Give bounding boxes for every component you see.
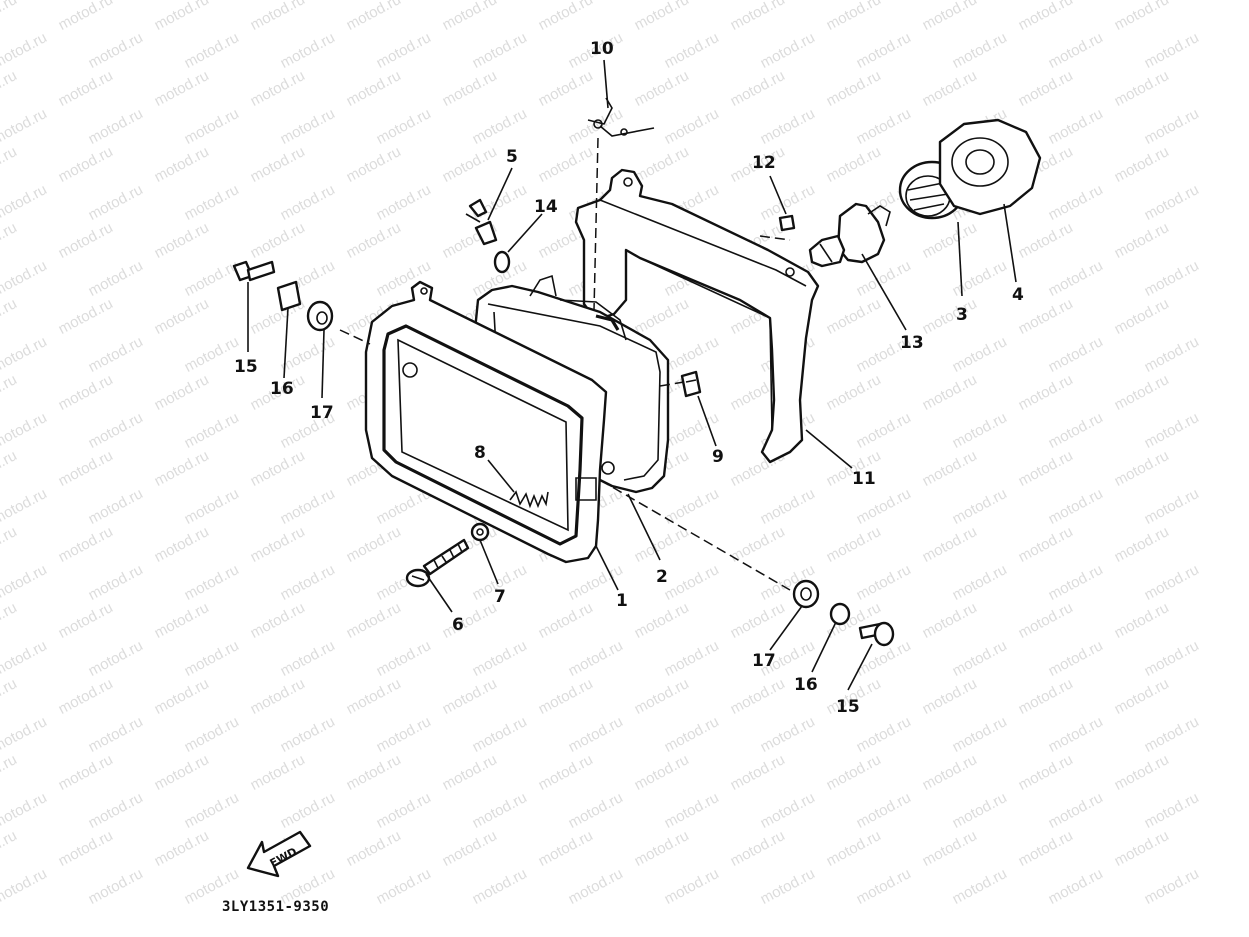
grommet-part-17-left [306,300,334,332]
cap-part-14 [493,250,511,274]
screw-part-6 [405,538,470,588]
callout-8: 8 [474,443,486,463]
callout-labels: 1 2 3 4 5 6 7 8 9 10 11 12 13 14 15 16 1… [234,39,1024,717]
boot-part-4 [938,118,1042,216]
callout-17-right: 17 [752,651,776,671]
screw-part-12 [778,214,796,232]
callout-16-right: 16 [794,675,818,695]
collar-part-16-right [829,602,851,626]
rim-part-1 [364,280,615,564]
callout-6: 6 [452,615,464,635]
callout-7: 7 [494,587,506,607]
callout-10: 10 [590,39,614,59]
callout-3: 3 [956,305,968,325]
callout-13: 13 [900,333,924,353]
bolt-part-15-right [858,621,895,647]
callout-9: 9 [712,447,724,467]
bracket-part-11 [574,168,820,464]
callout-16-left: 16 [270,379,294,399]
spring-part-8 [509,490,549,509]
callout-15-left: 15 [234,357,258,377]
grommet-part-17-right [792,579,820,609]
callout-4: 4 [1012,285,1024,305]
assembly-lines [339,137,791,591]
callout-2: 2 [656,567,668,587]
callout-17-left: 17 [310,403,334,423]
collar-part-16-left [276,280,302,312]
wire-part-10 [587,97,655,137]
nut-part-7 [470,522,490,542]
fwd-arrow-icon: FWD [246,830,312,878]
diagram-code: 3LY1351-9350 [222,899,330,915]
callout-1: 1 [616,591,628,611]
bolt-part-15-left [232,260,276,282]
callout-12: 12 [752,153,776,173]
clip-part-9 [680,370,702,398]
callout-15-right: 15 [836,697,860,717]
leader-lines [247,59,1017,691]
callout-11: 11 [852,469,876,489]
callout-5: 5 [506,147,518,167]
callout-14: 14 [534,197,558,217]
clip-part-5 [465,198,498,246]
bulb-part-13 [808,202,891,268]
